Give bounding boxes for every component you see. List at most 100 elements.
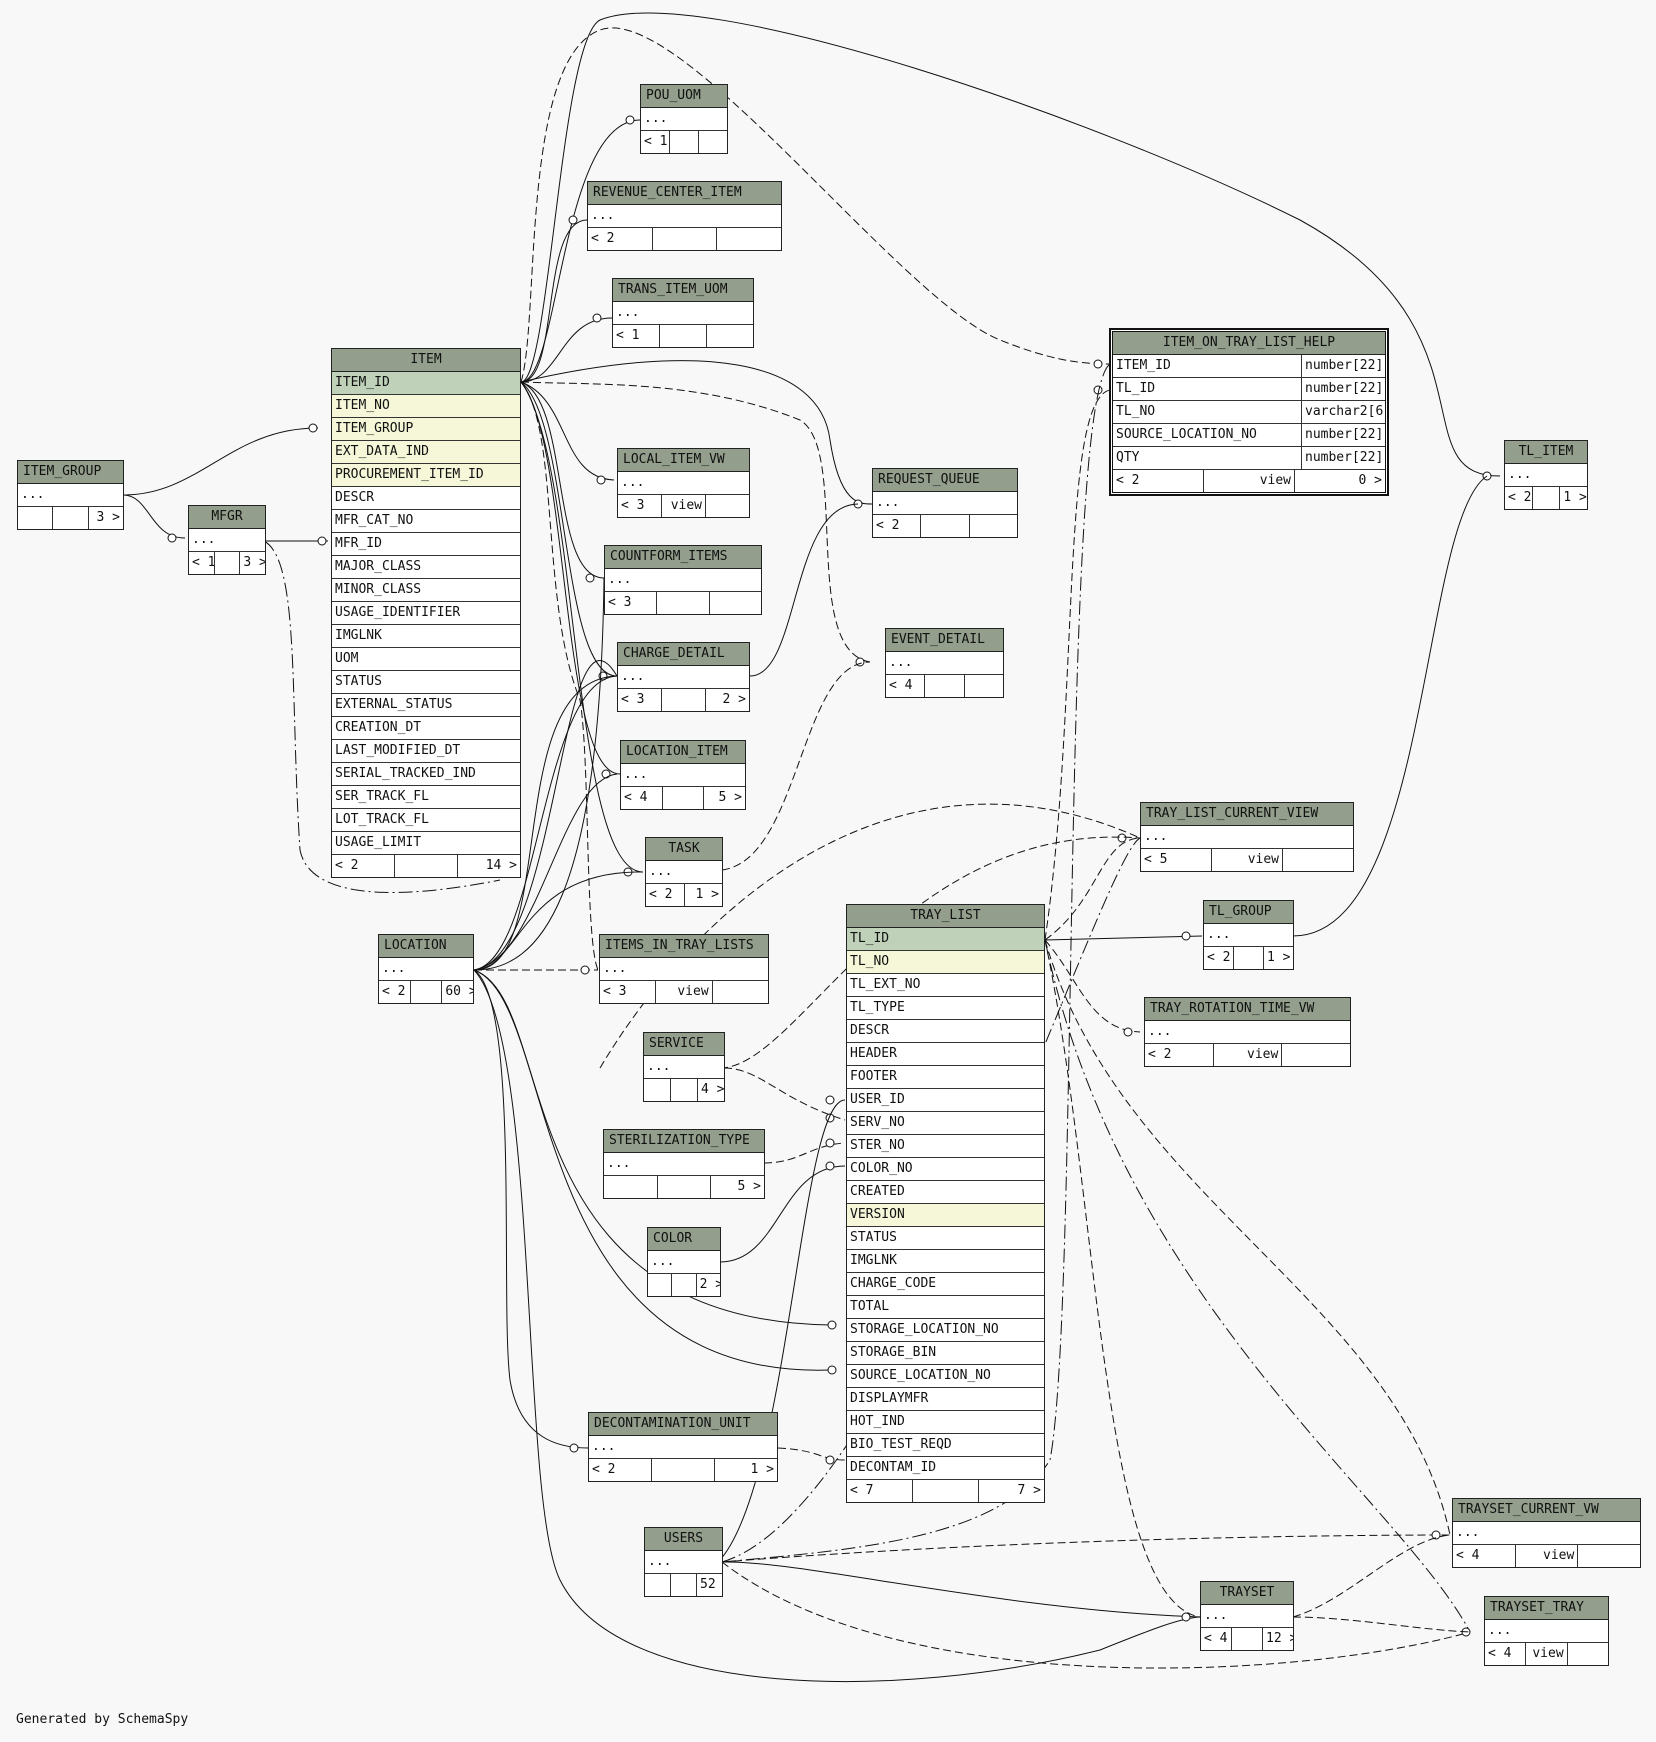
column-row: MFR_ID	[332, 533, 520, 556]
more-row: ...	[588, 205, 781, 228]
table-title: ITEM_ON_TRAY_LIST_HELP	[1113, 332, 1385, 355]
table-countform-items[interactable]: COUNTFORM_ITEMS ... < 3	[604, 545, 762, 615]
table-item[interactable]: ITEM ITEM_ID ITEM_NO ITEM_GROUP EXT_DATA…	[331, 348, 521, 878]
column-row: USER_ID	[847, 1089, 1044, 1112]
column-row: SER_TRACK_FL	[332, 786, 520, 809]
column-row: SOURCE_LOCATION_NO	[847, 1365, 1044, 1388]
column-row: USAGE_LIMIT	[332, 832, 520, 855]
column-row: MAJOR_CLASS	[332, 556, 520, 579]
column-row: IMGLNK	[847, 1250, 1044, 1273]
table-title: TRAY_LIST	[847, 905, 1044, 928]
column-row: DESCR	[847, 1020, 1044, 1043]
column-row: DESCR	[332, 487, 520, 510]
column-row: LOT_TRACK_FL	[332, 809, 520, 832]
table-trayset[interactable]: TRAYSET ... < 412 >	[1200, 1581, 1294, 1651]
more-row: ...	[1485, 1620, 1608, 1643]
table-title: DECONTAMINATION_UNIT	[589, 1413, 777, 1436]
more-row: ...	[189, 529, 265, 552]
column-row: SERIAL_TRACKED_IND	[332, 763, 520, 786]
table-pou-uom[interactable]: POU_UOM ... < 1	[640, 84, 728, 154]
table-footer: 4 >	[644, 1079, 724, 1101]
table-title: TRAYSET	[1201, 1582, 1293, 1605]
column-row: SERV_NO	[847, 1112, 1044, 1135]
table-title: LOCAL_ITEM_VW	[618, 449, 749, 472]
column-row: TL_NO	[847, 951, 1044, 974]
table-request-queue[interactable]: REQUEST_QUEUE ... < 2	[872, 468, 1018, 538]
column-row: ITEM_GROUP	[332, 418, 520, 441]
table-service[interactable]: SERVICE ... 4 >	[643, 1032, 725, 1102]
table-title: TRAYSET_CURRENT_VW	[1453, 1499, 1640, 1522]
table-title: TL_ITEM	[1505, 441, 1587, 464]
column-row: STATUS	[847, 1227, 1044, 1250]
column-row: BIO_TEST_REQD	[847, 1434, 1044, 1457]
table-footer: 52 >	[645, 1574, 722, 1596]
table-event-detail[interactable]: EVENT_DETAIL ... < 4	[885, 628, 1004, 698]
column-row: TL_ID	[847, 928, 1044, 951]
more-row: ...	[589, 1436, 777, 1459]
more-row: ...	[646, 861, 722, 884]
table-title: REVENUE_CENTER_ITEM	[588, 182, 781, 205]
column-row: STORAGE_BIN	[847, 1342, 1044, 1365]
table-title: REQUEST_QUEUE	[873, 469, 1017, 492]
column-row: TL_EXT_NO	[847, 974, 1044, 997]
table-revenue-center-item[interactable]: REVENUE_CENTER_ITEM ... < 2	[587, 181, 782, 251]
table-title: LOCATION_ITEM	[621, 741, 745, 764]
table-title: USERS	[645, 1528, 722, 1551]
more-row: ...	[605, 569, 761, 592]
table-color[interactable]: COLOR ... 2 >	[647, 1227, 721, 1297]
more-row: ...	[618, 472, 749, 495]
more-row: ...	[618, 666, 749, 689]
column-row: TL_TYPE	[847, 997, 1044, 1020]
table-footer: 2 >	[648, 1274, 720, 1296]
table-footer: 5 >	[604, 1176, 764, 1198]
column-row: STATUS	[332, 671, 520, 694]
table-item-group[interactable]: ITEM_GROUP ... 3 >	[17, 460, 124, 530]
table-title: ITEM_GROUP	[18, 461, 123, 484]
table-footer: < 4	[886, 675, 1003, 697]
table-tray-list[interactable]: TRAY_LIST TL_ID TL_NO TL_EXT_NO TL_TYPE …	[846, 904, 1045, 1503]
table-title: STERILIZATION_TYPE	[604, 1130, 764, 1153]
table-title: SERVICE	[644, 1033, 724, 1056]
column-row: STER_NO	[847, 1135, 1044, 1158]
table-title: EVENT_DETAIL	[886, 629, 1003, 652]
table-title: TL_GROUP	[1204, 901, 1293, 924]
more-row: ...	[604, 1153, 764, 1176]
column-row: IMGLNK	[332, 625, 520, 648]
table-sterilization-type[interactable]: STERILIZATION_TYPE ... 5 >	[603, 1129, 765, 1199]
more-row: ...	[641, 108, 727, 131]
table-trans-item-uom[interactable]: TRANS_ITEM_UOM ... < 1	[612, 278, 754, 348]
table-title: TASK	[646, 838, 722, 861]
more-row: ...	[873, 492, 1017, 515]
table-footer: < 2	[873, 515, 1017, 537]
table-title: LOCATION	[379, 935, 473, 958]
table-footer: < 3	[605, 592, 761, 614]
table-title: CHARGE_DETAIL	[618, 643, 749, 666]
table-users[interactable]: USERS ... 52 >	[644, 1527, 723, 1597]
